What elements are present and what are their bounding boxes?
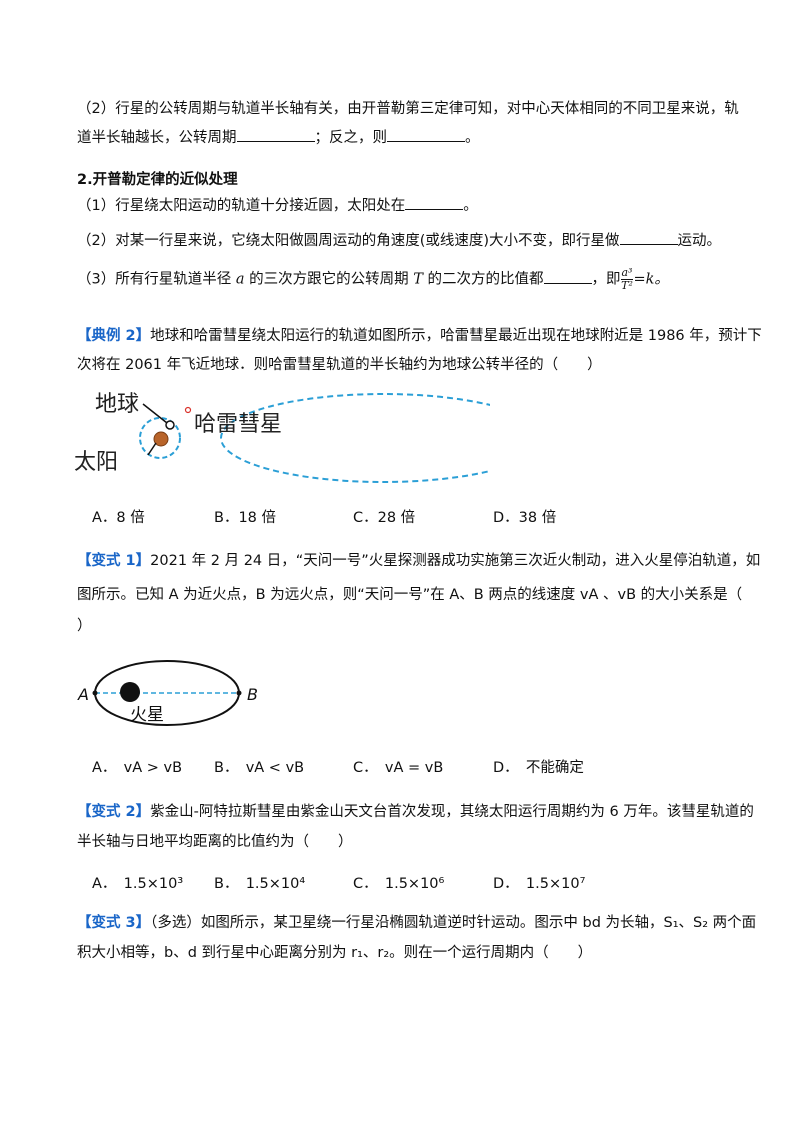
text-segment: =k。 — [633, 271, 669, 288]
option-c[interactable]: C． vA = vB — [353, 760, 444, 776]
text-segment: 运动。 — [677, 233, 722, 249]
question-tag: 【变式 2】 — [77, 804, 151, 820]
comet-orbit — [220, 393, 490, 483]
option-b[interactable]: B．18 倍 — [214, 510, 277, 526]
option-c[interactable]: C． 1.5×10⁶ — [353, 876, 445, 892]
sun-pointer — [147, 442, 157, 456]
mars-icon — [120, 682, 140, 702]
question-tag: 【变式 1】 — [77, 553, 151, 569]
earth-pointer — [142, 403, 168, 424]
option-b[interactable]: B． 1.5×10⁴ — [214, 876, 306, 892]
earth-icon — [165, 420, 175, 430]
answer-blank — [236, 127, 315, 142]
section2-item2: （2）对某一行星来说，它绕太阳做圆周运动的角速度(或线速度)大小不变，即行星做 运… — [77, 229, 721, 250]
var-a: a — [235, 271, 245, 288]
text-segment: 。 — [465, 130, 480, 146]
section2-item1: （1）行星绕太阳运动的轨道十分接近圆，太阳处在 。 — [77, 194, 478, 215]
option-a[interactable]: A． 1.5×10³ — [92, 876, 184, 892]
option-a[interactable]: A．8 倍 — [92, 510, 145, 526]
variant2-line2: 半长轴与日地平均距离的比值约为（ ） — [77, 834, 353, 850]
label-earth: 地球 — [95, 392, 139, 417]
question-tag: 【变式 3】 — [77, 915, 151, 931]
option-d[interactable]: D．38 倍 — [493, 510, 557, 526]
option-d[interactable]: D． 1.5×10⁷ — [493, 876, 586, 892]
mars-orbit-figure: A B 火星 — [77, 660, 258, 726]
fraction-numerator: a³ — [620, 266, 634, 280]
text-segment: （3）所有行星轨道半径 — [77, 271, 236, 288]
var-t: T — [413, 271, 423, 288]
example2-line1: 【典例 2】地球和哈雷彗星绕太阳运行的轨道如图所示，哈雷彗星最近出现在地球附近是… — [77, 324, 762, 345]
question-text: （多选）如图所示，某卫星绕一行星沿椭圆轨道逆时针运动。图示中 bd 为长轴，S₁… — [150, 915, 757, 931]
question-text: 紫金山-阿特拉斯彗星由紫金山天文台首次发现，其绕太阳运行周期约为 6 万年。该彗… — [150, 804, 754, 820]
halley-orbit-figure: 地球 哈雷彗星 太阳 — [74, 392, 490, 483]
question-tag: 【典例 2】 — [77, 328, 151, 344]
answer-blank — [387, 127, 465, 142]
variant3-line1: 【变式 3】（多选）如图所示，某卫星绕一行星沿椭圆轨道逆时针运动。图示中 bd … — [77, 911, 756, 932]
text-segment: ，即 — [591, 271, 621, 288]
comet-icon — [184, 406, 192, 414]
variant1-line3: ） — [77, 618, 92, 634]
example2-line2: 次将在 2061 年飞近地球．则哈雷彗星轨道的半长轴约为地球公转半径的（ ） — [77, 357, 602, 373]
variant3-line2: 积大小相等，b、d 到行星中心距离分别为 r₁、r₂。则在一个运行周期内（ ） — [77, 945, 593, 961]
label-b: B — [247, 685, 258, 704]
point-a — [92, 690, 98, 696]
label-mars: 火星 — [130, 705, 164, 725]
text-segment: （2）对某一行星来说，它绕太阳做圆周运动的角速度(或线速度)大小不变，即行星做 — [77, 233, 620, 249]
variant2-line1: 【变式 2】紫金山-阿特拉斯彗星由紫金山天文台首次发现，其绕太阳运行周期约为 6… — [77, 800, 754, 821]
variant1-line2: 图所示。已知 A 为近火点，B 为远火点，则“天问一号”在 A、B 两点的线速度… — [77, 587, 743, 603]
q-kepler3-line1: （2）行星的公转周期与轨道半长轴有关，由开普勒第三定律可知，对中心天体相同的不同… — [77, 101, 739, 117]
section-heading: 2.开普勒定律的近似处理 — [77, 172, 238, 188]
question-text: 2021 年 2 月 24 日，“天问一号”火星探测器成功实施第三次近火制动，进… — [150, 553, 761, 569]
point-b — [236, 690, 242, 696]
option-a[interactable]: A． vA > vB — [92, 760, 183, 776]
label-sun: 太阳 — [74, 450, 118, 475]
earth-orbit — [139, 417, 181, 459]
text-segment: ；反之，则 — [314, 130, 388, 146]
answer-blank — [405, 195, 464, 210]
question-text: 地球和哈雷彗星绕太阳运行的轨道如图所示，哈雷彗星最近出现在地球附近是 1986 … — [150, 328, 762, 344]
answer-blank — [543, 269, 592, 284]
text-segment: （1）行星绕太阳运动的轨道十分接近圆，太阳处在 — [77, 198, 406, 214]
text-segment: 道半长轴越长，公转周期 — [77, 130, 237, 146]
label-a: A — [77, 685, 89, 704]
sun-icon — [153, 431, 169, 447]
option-b[interactable]: B． vA < vB — [214, 760, 305, 776]
option-d[interactable]: D． 不能确定 — [493, 760, 584, 776]
label-comet: 哈雷彗星 — [194, 412, 282, 437]
q-kepler3-line2: 道半长轴越长，公转周期 ；反之，则 。 — [77, 126, 480, 147]
answer-blank — [619, 230, 678, 245]
option-c[interactable]: C．28 倍 — [353, 510, 416, 526]
text-segment: 的二次方的比值都 — [422, 271, 544, 288]
text-segment: 。 — [463, 198, 478, 214]
fraction-denominator: T² — [621, 279, 633, 292]
text-segment: 的三次方跟它的公转周期 — [244, 271, 414, 288]
variant1-line1: 【变式 1】2021 年 2 月 24 日，“天问一号”火星探测器成功实施第三次… — [77, 549, 760, 570]
